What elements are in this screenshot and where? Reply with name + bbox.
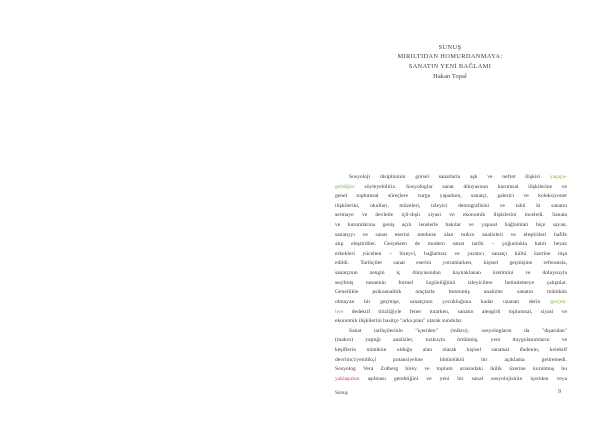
author-name: Hakan Topal <box>433 72 467 80</box>
section-label: SUNUŞ <box>438 44 462 51</box>
text-line: Sosyolog Vera Zolberg birey ve toplum ar… <box>335 365 567 375</box>
body-text: Sosyoloji disiplininin görsel sanatlarla… <box>335 173 567 384</box>
text-line: sermaye ve devletle içli-dışlı siyasi ve… <box>335 211 567 221</box>
text-run: olmayan bir geçmişe, sanatçının çocukluğ… <box>335 298 551 305</box>
text-line: genel toplumsal süreçlere vurgu yaparken… <box>335 192 567 202</box>
text-line: Sosyoloji disiplininin görsel sanatlarla… <box>335 173 567 183</box>
text-line: ve kurumlarına geniş açılı lenslerle bak… <box>335 221 567 231</box>
highlighted-word: yaşaya- <box>549 174 567 180</box>
text-run: Sanat tarihçilerinin "içeriden" (mikro),… <box>349 327 567 334</box>
text-line: seçilmiş nesnenin formel özgünlüğünü izl… <box>335 279 567 289</box>
text-run: söyleyebiliriz. Sosyologlar sanat dünyas… <box>354 183 567 190</box>
page-number: 9 <box>558 389 561 395</box>
text-run: alıp eleştirdiler. Gerçekten de modern s… <box>335 241 567 248</box>
text-run: ve kurumlarına geniş açılı lenslerle bak… <box>335 222 567 229</box>
text-run: keşiflerin mümkün olduğu alan olarak kiş… <box>335 346 567 353</box>
text-run: dedektif titizliğiyle fener tutarken, sa… <box>343 308 567 315</box>
chapter-header: SUNUŞ MIRILTIDAN HOMURDANMAYA: SANATIN Y… <box>330 43 570 81</box>
text-run: ilişkilerini, okulları, müzeleri, izleyi… <box>335 202 567 209</box>
text-line: devrimci/yenilikçi potansiyeline bütünlü… <box>335 356 567 366</box>
text-line: lere dedektif titizliğiyle fener tutarke… <box>335 308 567 318</box>
text-line: olmayan bir geçmişe, sanatçının çocukluğ… <box>335 298 567 308</box>
text-run: devrimci/yenilikçi potansiyeline bütünlü… <box>335 356 567 363</box>
highlighted-word: gerçek- <box>550 298 567 305</box>
text-run: sanatçıyı ve sanat eserini merkeze alan … <box>335 231 567 238</box>
highlighted-word: yaklaşımın <box>335 375 360 382</box>
text-line: keşiflerin mümkün olduğu alan olarak kiş… <box>335 346 567 356</box>
highlighted-word: lere <box>335 308 344 315</box>
text-run: ekonomik ilişkilerini basitçe "arka plan… <box>335 318 463 325</box>
running-footer: Sunuş <box>335 390 348 396</box>
text-line: edildi. Tarihçiler sanat eserini yorumla… <box>335 259 567 269</box>
text-run: aşılması gerektiğini ve yeni bir sanat s… <box>359 375 567 382</box>
text-run: sanatçının zengin iç dünyasından kaynakl… <box>335 270 567 277</box>
highlighted-word: geldiğini <box>335 183 355 190</box>
text-line: erkekleri yücelten – bireyci, bağlamsız … <box>335 250 567 260</box>
text-line: Sanat tarihçilerinin "içeriden" (mikro),… <box>335 327 567 337</box>
text-run: genel toplumsal süreçlere vurgu yaparken… <box>335 193 567 200</box>
text-line: sanatçının zengin iç dünyasından kaynakl… <box>335 269 567 279</box>
text-run: seçilmiş nesnenin formel özgünlüğünü izl… <box>335 279 567 286</box>
text-run: Sosyoloji disiplininin görsel sanatlarla… <box>349 174 550 180</box>
text-line: sanatçıyı ve sanat eserini merkeze alan … <box>335 231 567 241</box>
text-run: (makro) yaptığı analizler, tuzkuyla örtü… <box>335 337 567 344</box>
text-line: Genellikle psikoanalitik araçlarla bezen… <box>335 288 567 298</box>
text-run: sermaye ve devletle içli-dışlı siyasi ve… <box>335 212 567 219</box>
text-run: edildi. Tarihçiler sanat eserini yorumla… <box>335 260 567 267</box>
text-run: Genellikle psikoanalitik araçlarla bezen… <box>335 289 567 296</box>
chapter-title-line-2: SANATIN YENİ BAĞLAMI <box>408 62 492 70</box>
text-line: geldiğini söyleyebiliriz. Sosyologlar sa… <box>335 183 567 193</box>
text-line: yaklaşımın aşılması gerektiğini ve yeni … <box>335 375 567 385</box>
text-line: ilişkilerini, okulları, müzeleri, izleyi… <box>335 202 567 212</box>
text-run: erkekleri yücelten – bireyci, bağlamsız … <box>335 250 567 257</box>
chapter-title-line-1: MIRILTIDAN HOMURDANMAYA: <box>397 53 503 61</box>
text-line: ekonomik ilişkilerini basitçe "arka plan… <box>335 317 567 327</box>
text-line: alıp eleştirdiler. Gerçekten de modern s… <box>335 240 567 250</box>
text-line: (makro) yaptığı analizler, tuzkuyla örtü… <box>335 336 567 346</box>
text-run: Sosyolog Vera Zolberg birey ve toplum ar… <box>335 366 567 373</box>
